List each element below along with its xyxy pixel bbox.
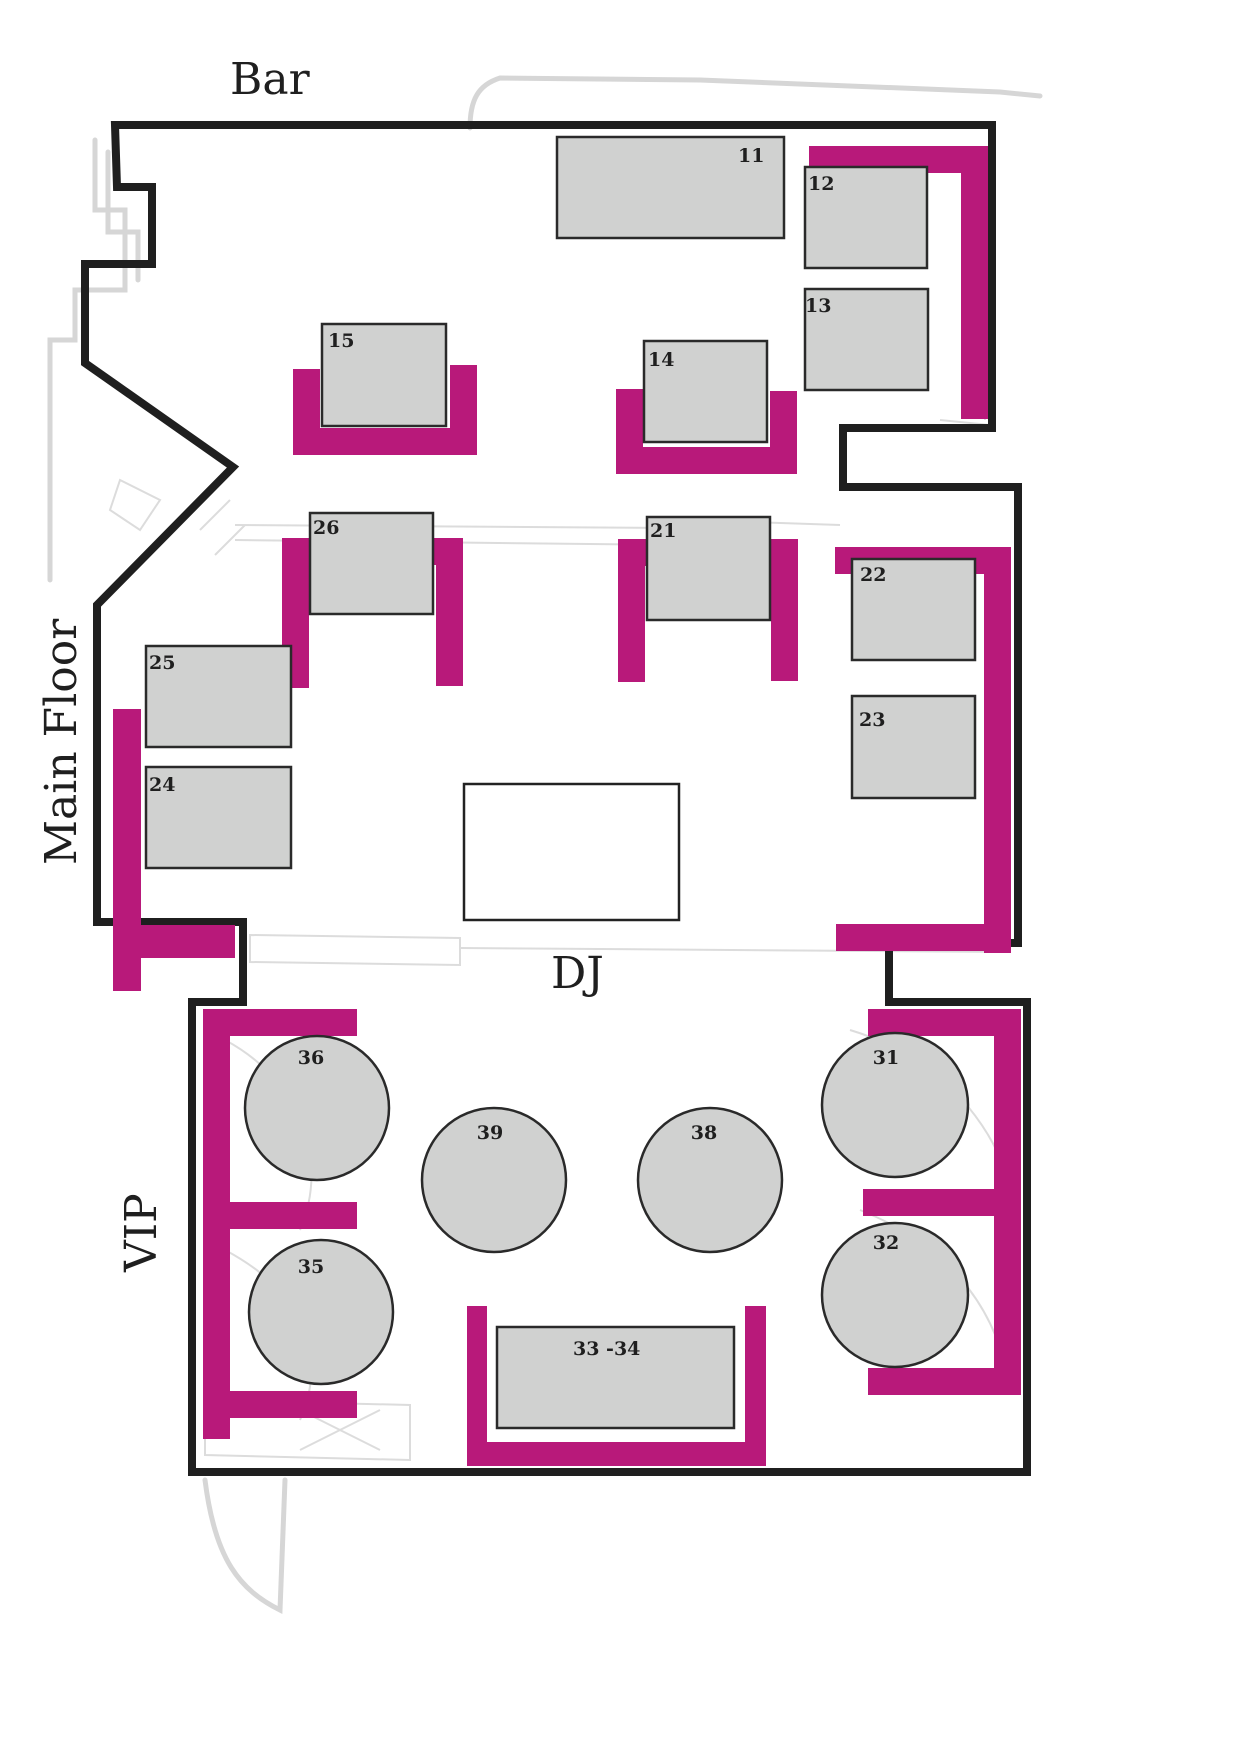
table-number: 26: [313, 517, 339, 539]
table-number: 15: [328, 330, 354, 352]
banquette-24-bottom: [113, 925, 235, 958]
banquette-33-34-left: [467, 1306, 487, 1465]
dj-booth: [462, 782, 681, 922]
table-13[interactable]: 13: [803, 287, 930, 392]
banquette-32-bottom: [868, 1368, 1021, 1395]
banquette-15-bottom: [293, 428, 477, 455]
table-25[interactable]: 25: [144, 644, 293, 749]
table-22[interactable]: 22: [850, 557, 977, 662]
table-36[interactable]: 36: [243, 1034, 391, 1182]
table-number: 38: [691, 1122, 717, 1144]
table-number: 31: [873, 1047, 899, 1069]
table-number: 13: [805, 295, 831, 317]
banquette-31-top: [868, 1009, 1021, 1036]
outer-wall: [81, 121, 1031, 1476]
table-number: 36: [298, 1047, 324, 1069]
table-21[interactable]: 21: [645, 515, 772, 622]
table-number: 22: [860, 564, 886, 586]
table-number: 25: [149, 652, 175, 674]
banquette-14-bottom: [616, 447, 797, 474]
table-12[interactable]: 12: [803, 165, 929, 270]
table-31[interactable]: 31: [820, 1031, 970, 1179]
banquette-31-32-divider: [863, 1189, 1021, 1216]
table-35[interactable]: 35: [247, 1238, 395, 1386]
table-39[interactable]: 39: [420, 1106, 568, 1254]
table-38[interactable]: 38: [636, 1106, 784, 1254]
banquette-23-bottom: [836, 924, 1011, 951]
banquette-36-35-divider: [203, 1202, 357, 1229]
zone-label-vip: VIP: [116, 1193, 167, 1273]
table-number: 21: [650, 520, 676, 542]
banquette-22-23-right: [984, 574, 1011, 953]
table-24[interactable]: 24: [144, 765, 293, 870]
table-number: 12: [808, 173, 834, 195]
table-number: 11: [738, 145, 764, 167]
table-33-34[interactable]: 33 -34: [495, 1325, 736, 1430]
banquette-35-bottom: [203, 1391, 357, 1418]
banquette-36-top: [203, 1009, 357, 1036]
banquette-bar-right: [961, 146, 988, 419]
table-number: 32: [873, 1232, 899, 1254]
table-number: 33 -34: [573, 1338, 640, 1360]
table-number: 23: [859, 709, 885, 731]
table-15[interactable]: 15: [320, 322, 448, 428]
table-number: 39: [477, 1122, 503, 1144]
table-11[interactable]: 11: [555, 135, 786, 240]
zone-label-bar: Bar: [230, 54, 311, 105]
table-26[interactable]: 26: [308, 511, 435, 616]
table-number: 35: [298, 1256, 324, 1278]
table-32[interactable]: 32: [820, 1221, 970, 1369]
zone-label-main-floor: Main Floor: [36, 618, 87, 865]
table-23[interactable]: 23: [850, 694, 977, 800]
table-number: 24: [149, 774, 175, 796]
zone-label-dj: DJ: [551, 948, 604, 999]
table-number: 14: [648, 349, 674, 371]
banquette-33-34-right: [745, 1306, 766, 1465]
table-14[interactable]: 14: [642, 339, 769, 444]
banquette-33-34-bottom: [467, 1442, 766, 1466]
